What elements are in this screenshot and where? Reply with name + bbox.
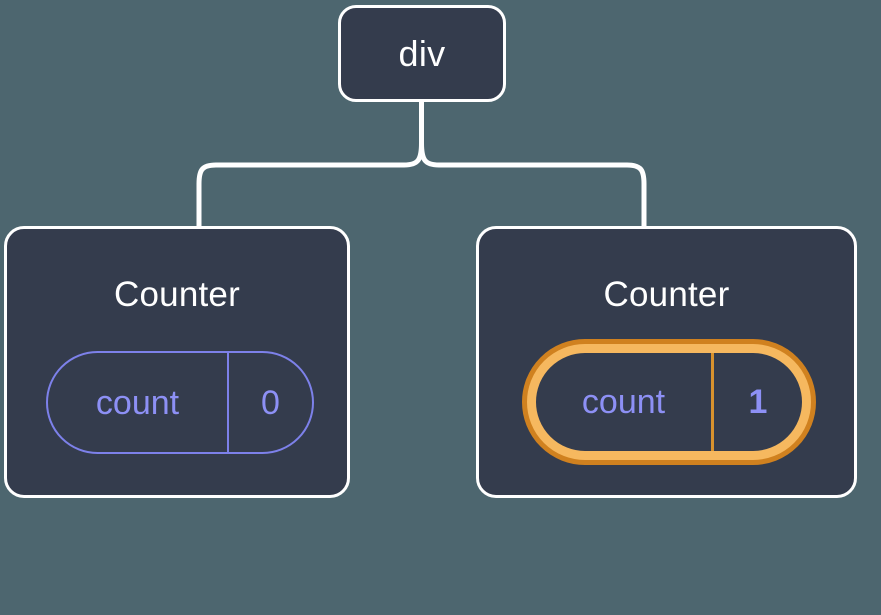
- connector-branch-left: [196, 140, 424, 229]
- highlight-ring-inner: [527, 344, 811, 460]
- state-pill-content: count 1: [536, 353, 802, 451]
- connector-branch-right: [419, 140, 647, 229]
- node-counter-left[interactable]: Counter count 0: [4, 226, 350, 498]
- state-value-label: 0: [261, 383, 280, 422]
- highlight-ring-outer: [522, 339, 816, 465]
- node-root-div[interactable]: div: [338, 5, 506, 102]
- state-pill-count-right[interactable]: count 1: [522, 339, 816, 465]
- node-counter-right[interactable]: Counter count 1: [476, 226, 857, 498]
- state-value-label: 1: [748, 383, 768, 421]
- node-counter-right-title: Counter: [603, 275, 730, 314]
- diagram-canvas: div Counter count 0 Counter count 1: [4, 5, 857, 498]
- node-counter-left-title: Counter: [114, 275, 240, 314]
- node-root-label: div: [398, 32, 446, 74]
- state-key-label: count: [48, 353, 229, 452]
- state-pill-count-left[interactable]: count 0: [46, 351, 314, 454]
- state-key-label: count: [536, 353, 714, 451]
